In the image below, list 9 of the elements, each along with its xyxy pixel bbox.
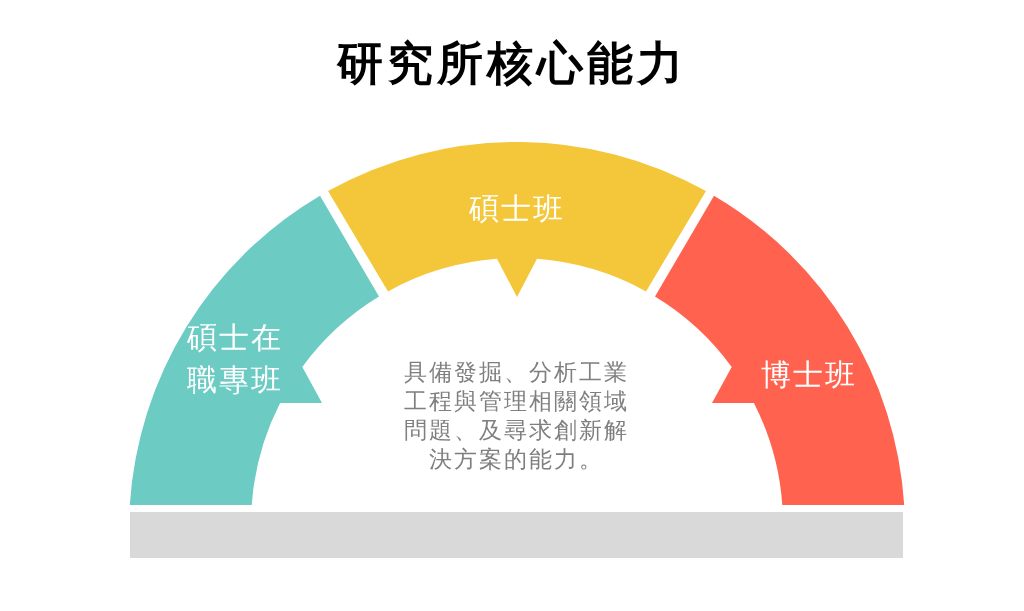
gauge-segment xyxy=(328,142,706,298)
segment-label: 碩士在職專班 xyxy=(186,319,284,399)
segment-label: 碩士班 xyxy=(468,190,566,228)
base-bar xyxy=(130,512,903,558)
gauge-segment xyxy=(654,195,905,505)
description-text: 具備發掘、分析工業工程與管理相關領域問題、及尋求創新解決方案的能力。 xyxy=(402,358,630,474)
segment-label: 博士班 xyxy=(760,356,858,394)
title: 研究所核心能力 xyxy=(337,35,687,92)
gauge-segment xyxy=(129,195,380,505)
